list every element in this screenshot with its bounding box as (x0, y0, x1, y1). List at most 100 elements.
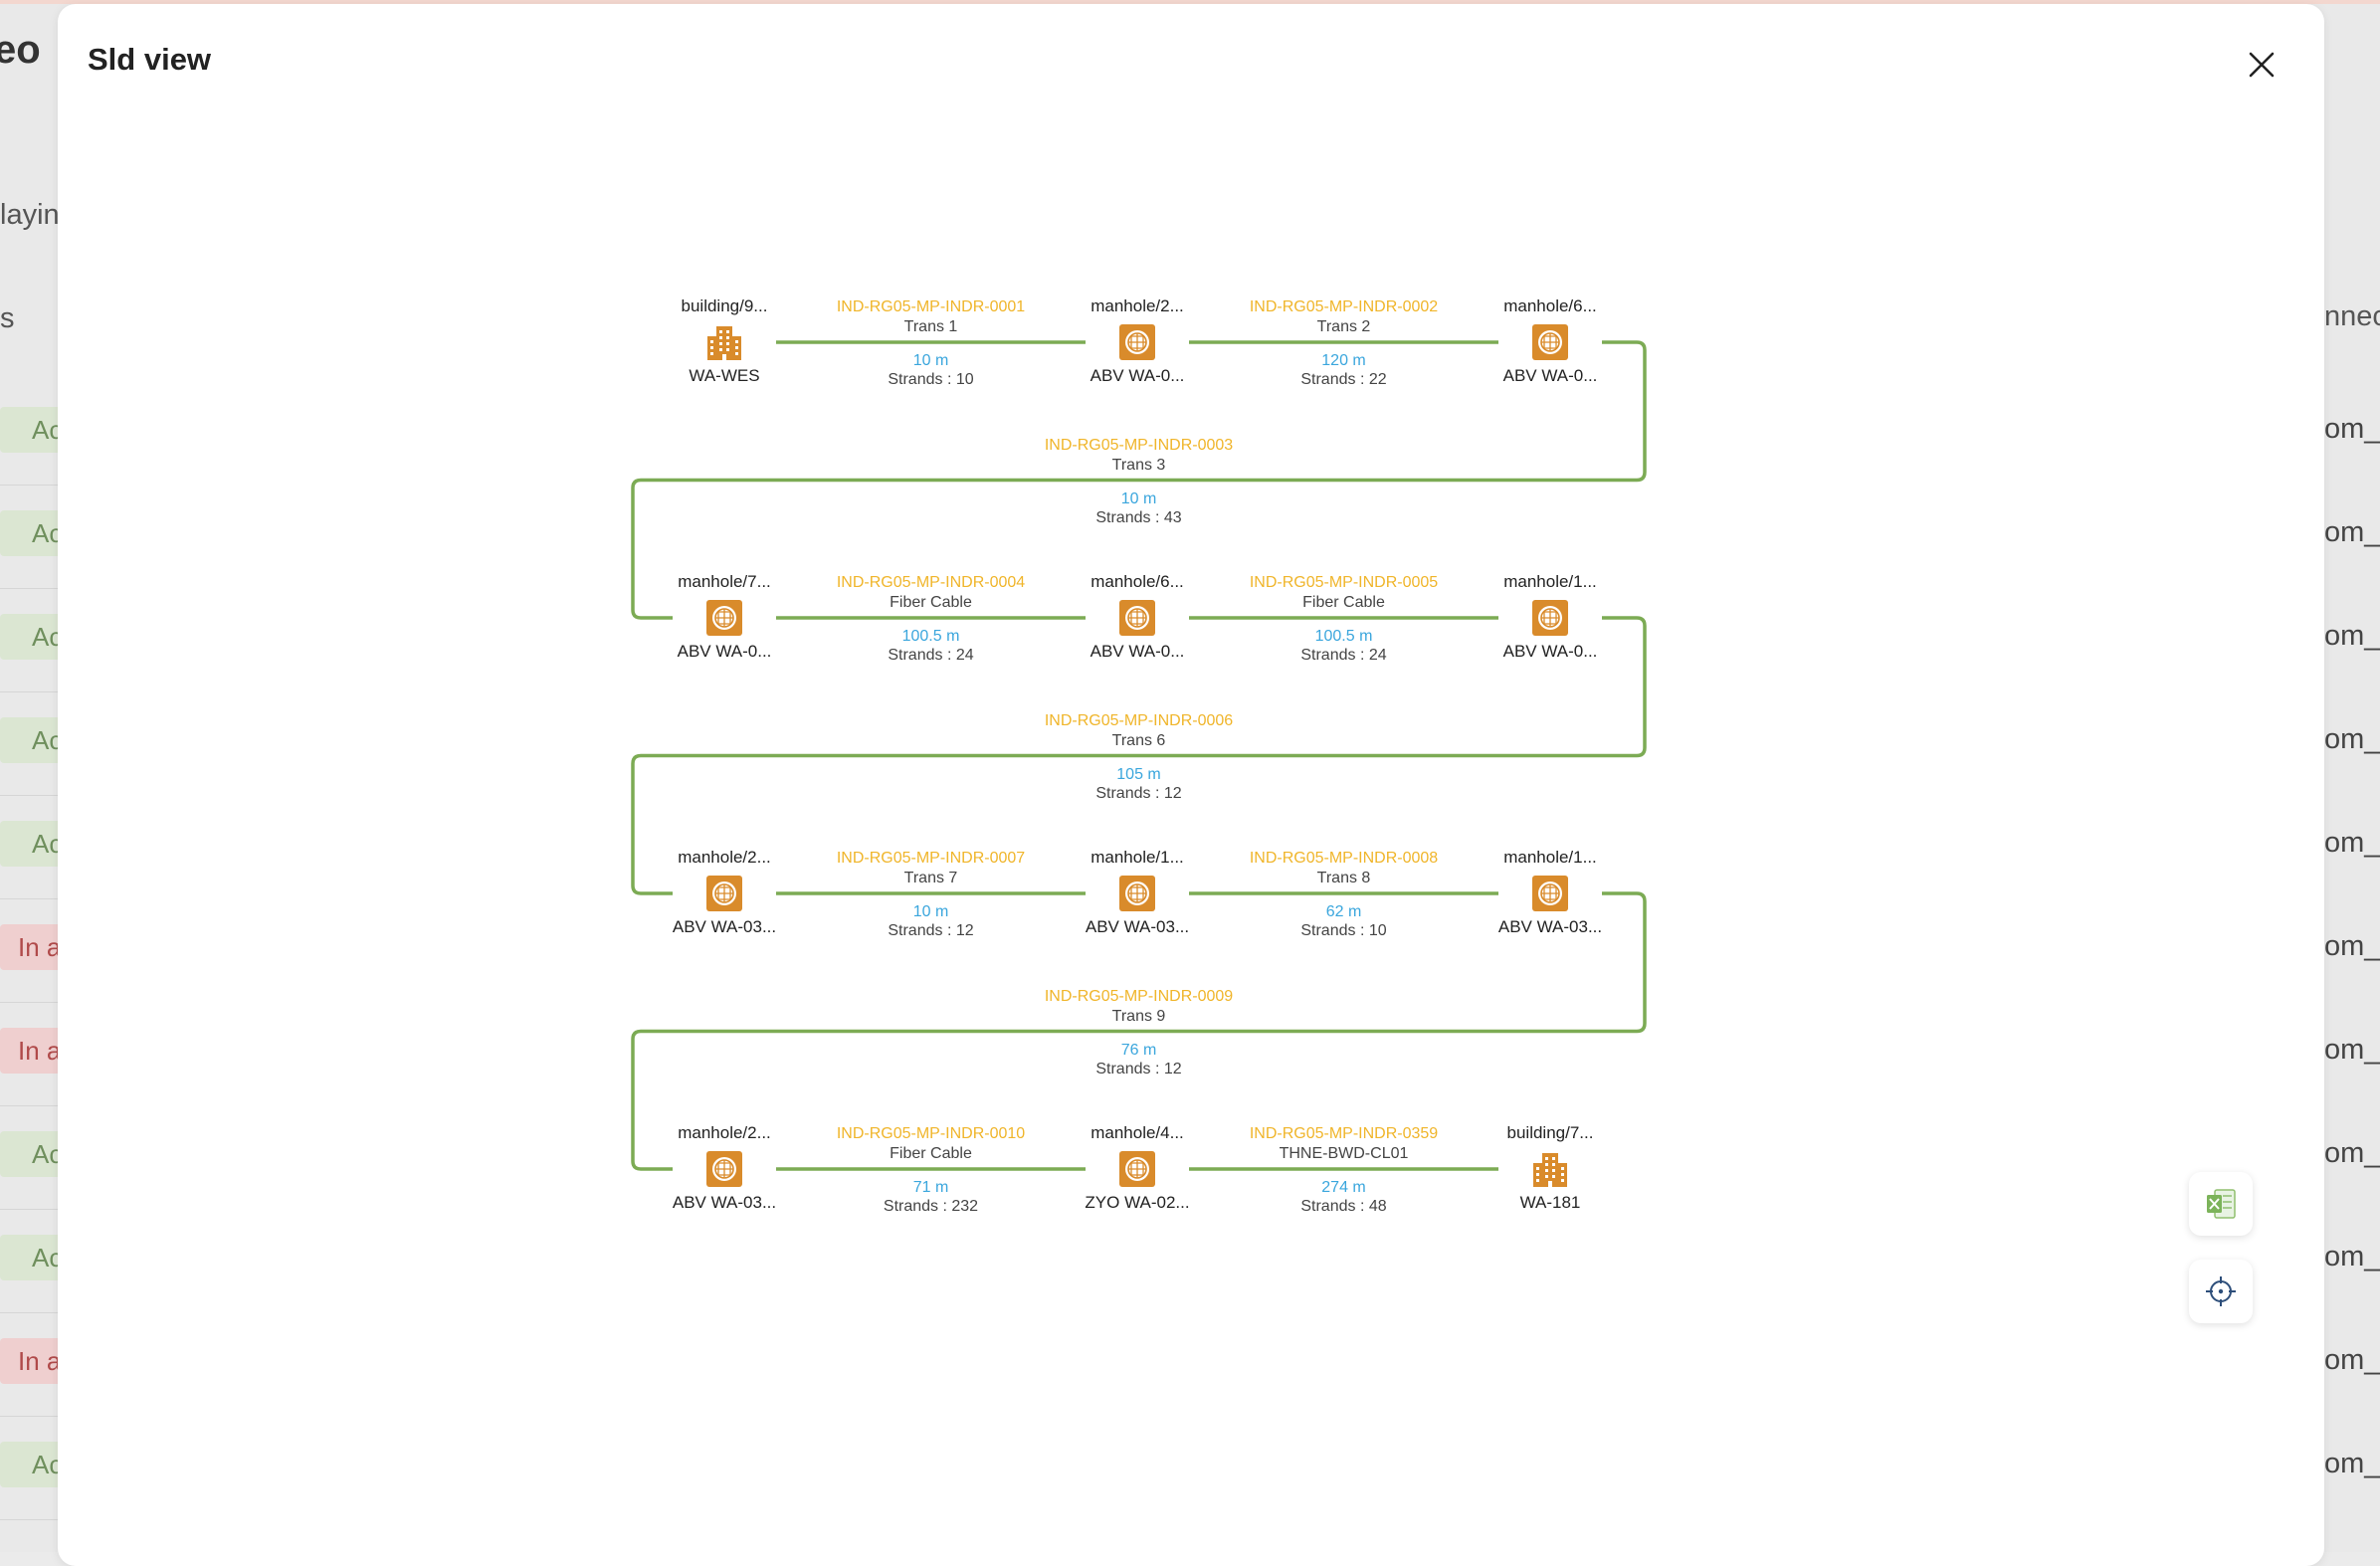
modal-title: Sld view (88, 42, 212, 77)
background-row-divider (0, 691, 62, 692)
node-name: ABV WA-0... (677, 642, 772, 661)
background-right-cell: om_ (2324, 723, 2380, 755)
node-name: ABV WA-03... (672, 917, 777, 936)
cable-id[interactable]: IND-RG05-MP-INDR-0008 (1249, 850, 1439, 867)
cable-id[interactable]: IND-RG05-MP-INDR-0006 (1044, 711, 1234, 729)
cable-length: 10 m (1120, 489, 1157, 507)
background-status-badge: Ac (0, 510, 62, 556)
background-status-badge: In a (0, 1338, 62, 1384)
cable-name: Trans 3 (1111, 456, 1166, 474)
background-right-cell: om_ (2324, 827, 2380, 859)
node-label: building/9... (681, 296, 768, 315)
cable-id[interactable]: IND-RG05-MP-INDR-0005 (1249, 574, 1439, 591)
cable-line[interactable] (631, 891, 1647, 1171)
background-right-cell: om_ (2324, 1241, 2380, 1272)
background-right-column-header: nnec (2324, 300, 2380, 332)
background-status-badge: Ac (0, 821, 62, 867)
cable-strands: Strands : 22 (1300, 371, 1387, 388)
close-button[interactable] (2241, 44, 2282, 86)
background-status-badge: Ac (0, 614, 62, 660)
sld-diagram: building/9... WA-WES manhole/2... ABV WA-… (58, 4, 2324, 1556)
background-status-badge: Ac (0, 407, 62, 453)
background-row-divider (0, 1105, 62, 1106)
background-row-divider (0, 1312, 62, 1313)
sld-node-building[interactable]: building/7... WA-181 (1471, 1123, 1630, 1213)
sld-node-manhole[interactable]: manhole/2... ABV WA-03... (645, 1123, 804, 1213)
node-name: ABV WA-03... (1085, 917, 1190, 936)
sld-node-manhole[interactable]: manhole/1... ABV WA-03... (1471, 848, 1630, 937)
sld-node-manhole[interactable]: manhole/6... ABV WA-0... (1058, 572, 1217, 662)
locate-button[interactable] (2189, 1260, 2253, 1323)
building-icon (1530, 1149, 1570, 1189)
background-row-divider (0, 1416, 62, 1417)
background-row-divider (0, 588, 62, 589)
node-label: manhole/1... (1503, 572, 1597, 591)
sld-node-manhole[interactable]: manhole/2... ABV WA-03... (645, 848, 804, 937)
cable-id[interactable]: IND-RG05-MP-INDR-0003 (1044, 436, 1234, 454)
cable-name: Trans 1 (903, 318, 958, 335)
sld-node-manhole[interactable]: manhole/6... ABV WA-0... (1471, 296, 1630, 386)
cable-id[interactable]: IND-RG05-MP-INDR-0010 (836, 1125, 1026, 1142)
cable-length: 100.5 m (1314, 628, 1373, 645)
node-label: manhole/2... (1091, 296, 1184, 315)
sld-node-manhole[interactable]: manhole/1... ABV WA-0... (1471, 572, 1630, 662)
background-row-divider (0, 485, 62, 486)
manhole-icon (1117, 322, 1157, 362)
cable-name: Fiber Cable (890, 1145, 972, 1162)
cable-strands: Strands : 12 (1095, 1060, 1182, 1077)
node-label: manhole/6... (1503, 296, 1597, 315)
background-subheading: layin (0, 199, 60, 231)
background-right-cell: om_ (2324, 1448, 2380, 1479)
cable-strands: Strands : 43 (1095, 508, 1182, 526)
export-excel-button[interactable] (2189, 1172, 2253, 1236)
sld-node-manhole[interactable]: manhole/4... ZYO WA-02... (1058, 1123, 1217, 1213)
cable-name: Fiber Cable (1302, 594, 1385, 611)
cable-id[interactable]: IND-RG05-MP-INDR-0359 (1249, 1125, 1439, 1142)
background-right-cell: om_ (2324, 1034, 2380, 1066)
background-status-badge: Ac (0, 1442, 62, 1487)
cable-line[interactable] (631, 616, 1647, 895)
node-label: building/7... (1506, 1123, 1594, 1142)
cable-strands: Strands : 12 (1095, 784, 1182, 802)
cable-id[interactable]: IND-RG05-MP-INDR-0007 (836, 850, 1026, 867)
node-name: ABV WA-03... (1497, 917, 1603, 936)
sld-node-building[interactable]: building/9... WA-WES (645, 296, 804, 386)
cable-name: Trans 2 (1316, 318, 1371, 335)
cable-id[interactable]: IND-RG05-MP-INDR-0004 (836, 574, 1026, 591)
cable-id[interactable]: IND-RG05-MP-INDR-0009 (1044, 987, 1234, 1005)
background-status-badge: In a (0, 1028, 62, 1074)
manhole-icon (1117, 1149, 1157, 1189)
manhole-icon (1117, 598, 1157, 638)
cable-length: 274 m (1321, 1179, 1366, 1196)
building-icon (704, 322, 744, 362)
background-row-divider (0, 1209, 62, 1210)
cable-length: 76 m (1120, 1041, 1157, 1059)
cable-length: 10 m (912, 352, 949, 369)
sld-node-manhole[interactable]: manhole/2... ABV WA-0... (1058, 296, 1217, 386)
cable-line[interactable] (631, 340, 1647, 620)
sld-node-manhole[interactable]: manhole/7... ABV WA-0... (645, 572, 804, 662)
cable-id[interactable]: IND-RG05-MP-INDR-0001 (836, 298, 1026, 315)
cable-id[interactable]: IND-RG05-MP-INDR-0002 (1249, 298, 1439, 315)
node-name: ZYO WA-02... (1085, 1193, 1190, 1212)
node-name: ABV WA-0... (1090, 642, 1185, 661)
node-label: manhole/7... (678, 572, 771, 591)
background-column-header: s (0, 302, 15, 334)
manhole-icon (1530, 322, 1570, 362)
sld-node-manhole[interactable]: manhole/1... ABV WA-03... (1058, 848, 1217, 937)
cable-name: Trans 9 (1111, 1007, 1166, 1025)
cable-length: 71 m (912, 1179, 949, 1196)
background-row-divider (0, 1519, 62, 1520)
background-right-cell: om_ (2324, 930, 2380, 962)
node-name: ABV WA-0... (1502, 642, 1598, 661)
